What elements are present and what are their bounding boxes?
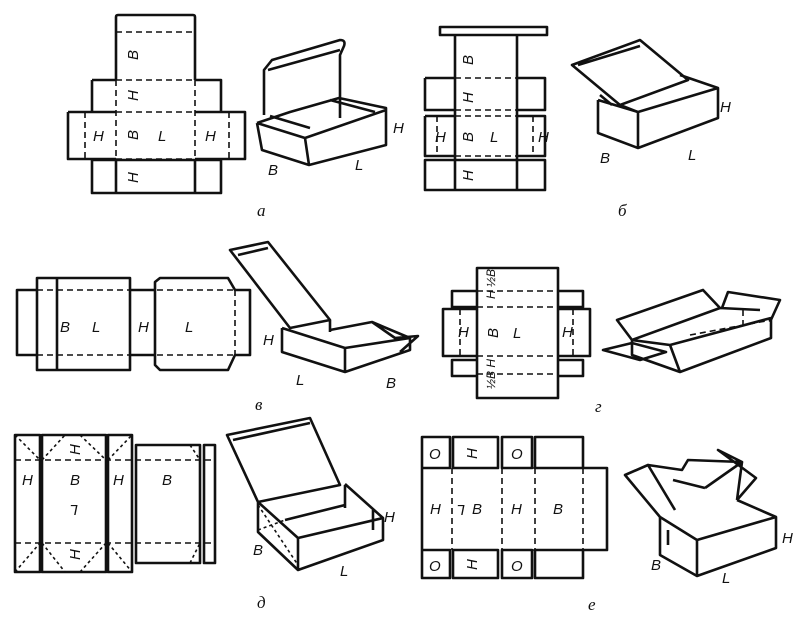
caption-b: б	[618, 201, 627, 220]
figure-e-net: O H O H L B H B O H O	[420, 435, 609, 580]
label-l: L	[158, 128, 166, 145]
label-b: B	[70, 472, 80, 489]
caption-d: д	[257, 593, 266, 612]
label-l: L	[92, 319, 100, 336]
label-h: H	[458, 324, 469, 341]
label-l: L	[457, 501, 465, 518]
label-h: H	[138, 319, 149, 336]
label-b: B	[162, 472, 172, 489]
label-half-b-h: ½B H	[484, 359, 498, 389]
figure-v-box: H L B	[228, 240, 420, 392]
label-h: H	[263, 332, 274, 349]
figure-g-box	[601, 288, 782, 374]
figure-d-net: H H B L H B H	[13, 433, 217, 574]
label-h: H	[205, 128, 216, 145]
label-h: H	[384, 509, 395, 526]
caption-g: г	[595, 397, 602, 416]
label-h: H	[435, 129, 446, 146]
label-h: H	[460, 92, 477, 103]
label-h: H	[538, 129, 549, 146]
label-b: B	[60, 319, 70, 336]
label-o: O	[511, 558, 523, 575]
label-l: L	[722, 570, 730, 587]
label-h: H	[562, 324, 573, 341]
label-b: B	[125, 50, 142, 60]
label-h: H	[22, 472, 33, 489]
label-h: H	[511, 501, 522, 518]
label-l: L	[185, 319, 193, 336]
label-b: B	[125, 130, 142, 140]
label-h: H	[125, 90, 142, 101]
figure-b-net: B H H B L H H	[423, 25, 549, 192]
label-b: B	[553, 501, 563, 518]
figure-a-net: B H H B L H H	[66, 13, 247, 195]
caption-a: а	[257, 201, 266, 220]
label-b: B	[386, 375, 396, 392]
label-h-half-b: H ½B	[484, 269, 498, 299]
label-o: O	[511, 446, 523, 463]
figure-e-box: B L H	[623, 448, 793, 587]
label-l: L	[688, 147, 696, 164]
label-h: H	[125, 172, 142, 183]
label-b: B	[460, 132, 477, 142]
figure-g-net: H ½B H B L H ½B H	[441, 266, 592, 400]
label-h: H	[460, 170, 477, 181]
label-h: H	[464, 559, 481, 570]
label-b: B	[253, 542, 263, 559]
label-b: B	[268, 162, 278, 179]
caption-v: в	[255, 395, 263, 414]
label-h: H	[67, 549, 84, 560]
label-l: L	[490, 129, 498, 146]
label-l: L	[513, 325, 521, 342]
label-h: H	[67, 444, 84, 455]
label-l: L	[355, 157, 363, 174]
figure-d-box: B L H	[225, 416, 395, 580]
label-l: L	[340, 563, 348, 580]
label-o: O	[429, 446, 441, 463]
caption-e: е	[588, 595, 596, 614]
figure-b-box: B L H	[570, 38, 731, 167]
label-h: H	[464, 448, 481, 459]
label-h: H	[720, 99, 731, 116]
label-b: B	[485, 328, 502, 338]
label-h: H	[782, 530, 793, 547]
label-l: L	[296, 372, 304, 389]
label-l: L	[70, 501, 78, 518]
label-h: H	[93, 128, 104, 145]
label-h: H	[430, 501, 441, 518]
figure-a-box: B L H	[255, 38, 404, 179]
label-o: O	[429, 558, 441, 575]
label-h: H	[113, 472, 124, 489]
label-b: B	[600, 150, 610, 167]
label-b: B	[460, 55, 477, 65]
figure-v-net: B L H L	[15, 276, 252, 372]
label-h: H	[393, 120, 404, 137]
label-b: B	[651, 557, 661, 574]
label-b: B	[472, 501, 482, 518]
